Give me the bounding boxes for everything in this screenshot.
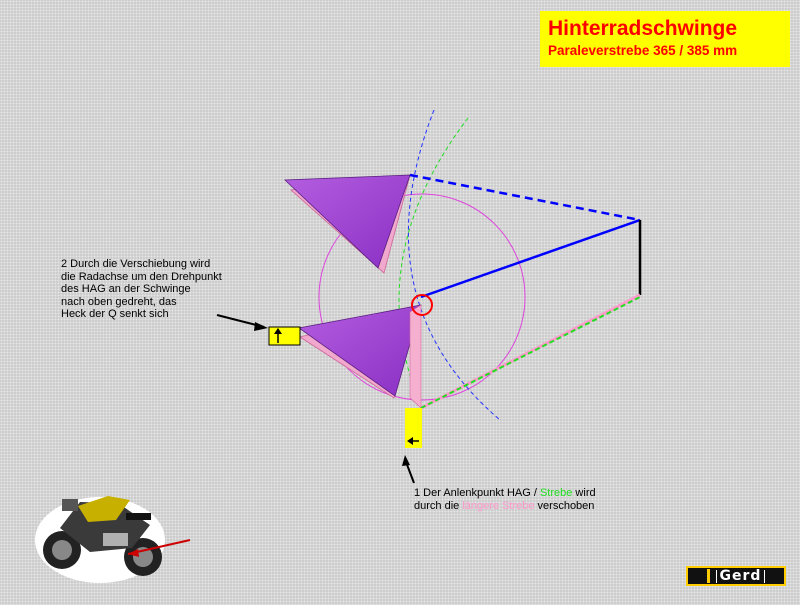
page-title: Hinterradschwinge (548, 17, 738, 40)
logo-text: Gerd (715, 569, 766, 583)
axle-arc-blue (407, 109, 501, 421)
pointer-arrow-icon (402, 455, 415, 484)
lower-triangle-pink-strut (409, 304, 422, 409)
standard-strut-line (420, 296, 641, 409)
pivot-marker (411, 294, 433, 316)
swingarm-solid (420, 218, 641, 299)
title-box: Hinterradschwinge Paraleverstrebe 365 / … (540, 11, 790, 67)
swingarm-dashed (409, 173, 641, 222)
note-1-text-a: 1 Der Anlenkpunkt HAG / (414, 487, 540, 499)
note-1-strebe: Strebe (539, 487, 573, 499)
brand-logo: Gerd (686, 566, 786, 586)
note-1-laengere-strebe: längere Strebe (462, 499, 535, 512)
note-1-text-b: wird durch die (414, 487, 596, 512)
note-1-text-c: verschoben (534, 499, 595, 512)
marker-box-up (268, 326, 301, 346)
logo-bar-icon (706, 569, 710, 583)
marker-box-left (405, 408, 422, 448)
motorcycle-icon (35, 496, 191, 583)
pointer-arrow-icon (216, 314, 268, 331)
arrow-up-icon (274, 328, 282, 343)
strut-arc-green (398, 117, 469, 407)
annotation-note-2: 2 Durch die Verschiebung wird die Radach… (61, 258, 222, 320)
upper-triangle (284, 174, 411, 269)
annotation-note-1: 1 Der Anlenkpunkt HAG / Strebe wird durc… (414, 487, 674, 512)
rotation-circle (318, 193, 526, 401)
arrow-left-icon (407, 437, 419, 445)
lower-triangle (297, 304, 422, 397)
page-subtitle: Paraleverstrebe 365 / 385 mm (548, 43, 738, 58)
